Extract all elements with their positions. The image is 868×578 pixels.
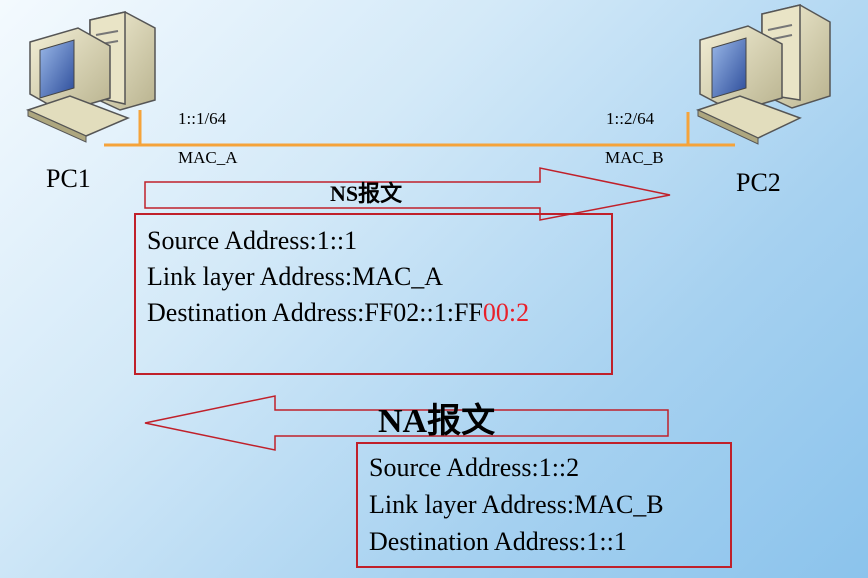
pc2-ipv6-label: 1::2/64	[606, 109, 655, 128]
ns-arrow-right	[144, 167, 671, 221]
ns-destination-highlight: 00:2	[482, 298, 530, 327]
pc1-mac-label: MAC_A	[178, 148, 238, 167]
pc1-computer-icon	[25, 11, 156, 143]
ns-message-title: NS报文	[330, 181, 403, 206]
ns-source-address: Source Address:1::1	[147, 226, 358, 255]
na-source-address: Source Address:1::2	[369, 453, 580, 482]
na-message-title: NA报文	[378, 403, 496, 440]
ns-destination-address: Destination Address:FF02::1:FF00:2	[147, 295, 529, 331]
ns-destination-prefix: Destination Address:FF02::1:FF	[147, 298, 483, 327]
pc2-computer-icon	[695, 4, 831, 145]
pc2-mac-label: MAC_B	[605, 148, 664, 167]
ns-message-box: Source Address:1::1 Link layer Address:M…	[134, 213, 613, 375]
pc1-name: PC1	[46, 164, 91, 193]
na-destination-address: Destination Address:1::1	[369, 527, 627, 556]
pc2-name: PC2	[736, 168, 781, 197]
na-message-box: Source Address:1::2 Link layer Address:M…	[356, 442, 732, 568]
na-arrow-left	[144, 395, 669, 451]
ns-link-layer-address: Link layer Address:MAC_A	[147, 262, 444, 291]
na-link-layer-address: Link layer Address:MAC_B	[369, 490, 664, 519]
pc1-ipv6-label: 1::1/64	[178, 109, 227, 128]
